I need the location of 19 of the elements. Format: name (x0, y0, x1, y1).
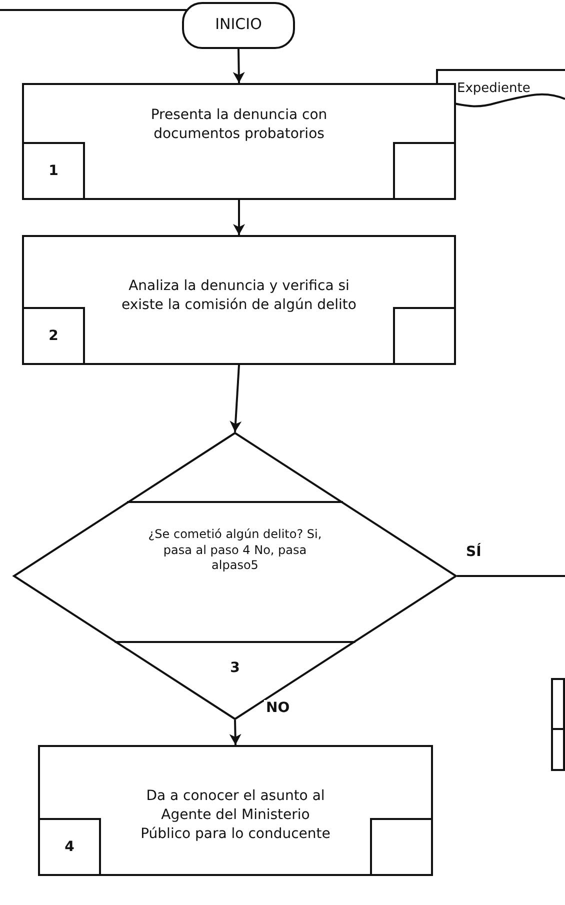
arrow (230, 364, 242, 432)
process-box (38, 745, 433, 876)
step-text: Da a conocer el asunto al Agente del Ministerio Público para lo conducente (140, 787, 332, 844)
terminal-box (182, 2, 295, 49)
decision-text: ¿Se cometió algún delito? Si, pasa al paso 4 No, pasa alpaso5 (147, 527, 323, 574)
step-number: 4 (64, 839, 74, 855)
process-box (22, 235, 456, 365)
step-text: Presenta la denuncia con documentos probatorios (150, 106, 328, 144)
arrow (229, 720, 242, 746)
step-number: 1 (48, 163, 58, 179)
process-box (22, 83, 456, 200)
step-text: Analiza la denuncia y verifica si existe la comisión de algún delito (120, 277, 358, 315)
step-number: 2 (48, 328, 58, 344)
terminal-label: INICIO (214, 15, 263, 33)
step-number: 3 (229, 660, 241, 676)
arrow (232, 48, 245, 84)
document-label: Expediente (457, 81, 530, 96)
cut-off-box (551, 678, 565, 771)
arrow (233, 200, 245, 235)
